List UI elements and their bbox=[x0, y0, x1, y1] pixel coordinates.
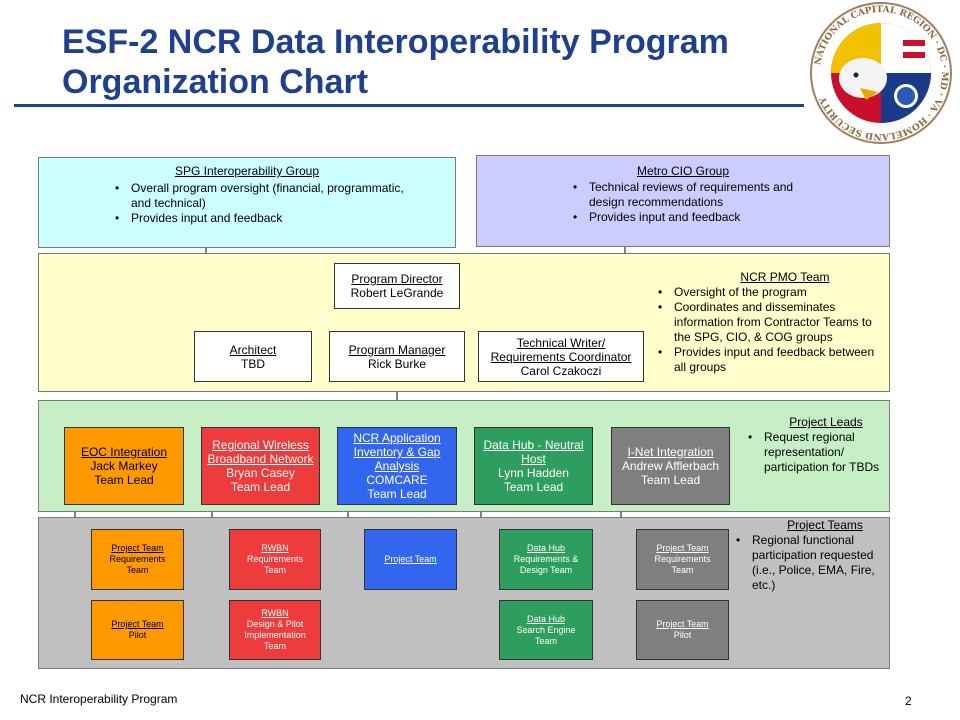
manager-name: Rick Burke bbox=[367, 356, 426, 371]
writer-title-2: Requirements Coordinator bbox=[490, 349, 632, 364]
architect-title: Architect bbox=[229, 342, 277, 357]
team-hub-req-line-1: Requirements & bbox=[513, 554, 579, 564]
lead-ncr-title: NCR Application Inventory & Gap Analysis bbox=[353, 431, 441, 473]
team-inet-pilot-line-1: Pilot bbox=[673, 630, 692, 640]
writer-title-1: Technical Writer/ bbox=[516, 335, 606, 350]
lead-rwbn-role: Team Lead bbox=[230, 480, 291, 494]
lead-eoc-integration: EOC Integration Jack Markey Team Lead bbox=[64, 427, 184, 505]
pmo-title: NCR PMO Team bbox=[740, 270, 830, 284]
lead-regional-wireless: Regional Wireless Broadband Network Brya… bbox=[201, 427, 320, 505]
leads-note-bullet-1: Request regional representation/ partici… bbox=[742, 430, 890, 475]
cio-bullets: Technical reviews of requirements and de… bbox=[567, 180, 819, 225]
team-rwbn-design-pilot: RWBN Design & Pilot Implementation Team bbox=[229, 600, 321, 660]
leads-note-bullets: Request regional representation/ partici… bbox=[742, 430, 890, 475]
technical-writer-box: Technical Writer/ Requirements Coordinat… bbox=[478, 331, 644, 382]
director-name: Robert LeGrande bbox=[350, 286, 444, 300]
director-title: Program Director bbox=[351, 272, 443, 286]
ncr-seal-logo: NATIONAL CAPITAL REGION · DC · MD · VA ·… bbox=[808, 0, 954, 146]
team-rwbn-req-line-2: Team bbox=[263, 565, 286, 575]
writer-name: Carol Czakoczi bbox=[520, 363, 602, 378]
team-hub-req-line-2: Design Team bbox=[519, 565, 573, 575]
title-line-1: ESF-2 NCR Data Interoperability Program bbox=[62, 23, 729, 61]
pmo-bullets: Oversight of the program Coordinates and… bbox=[652, 285, 888, 375]
team-rwbn-design-line-1: Design & Pilot bbox=[246, 619, 304, 629]
lead-eoc-name: Jack Markey bbox=[90, 459, 158, 473]
spg-group-panel: SPG Interoperability Group Overall progr… bbox=[38, 157, 456, 248]
pmo-bullet-2: Coordinates and disseminates information… bbox=[652, 300, 888, 345]
teams-note-title: Project Teams bbox=[787, 518, 863, 532]
team-rwbn-design-title: RWBN bbox=[261, 608, 289, 618]
team-inet-requirements: Project Team Requirements Team bbox=[636, 529, 729, 590]
team-hub-req-title: Data Hub bbox=[526, 543, 566, 553]
lead-inet-integration: I-Net Integration Andrew Afflerbach Team… bbox=[611, 427, 730, 505]
team-ncr-project: Project Team bbox=[364, 529, 457, 590]
project-leads-note: Project Leads Request regional represent… bbox=[742, 415, 890, 475]
team-eoc-pilot-line-1: Pilot bbox=[128, 630, 147, 640]
team-hub-search-title: Data Hub bbox=[526, 613, 566, 624]
architect-name: TBD bbox=[241, 356, 265, 371]
lead-data-hub: Data Hub - Neutral Host Lynn Hadden Team… bbox=[474, 427, 593, 505]
team-eoc-req-line-1: Requirements bbox=[109, 554, 166, 564]
cio-group-title: Metro CIO Group bbox=[636, 164, 730, 178]
spg-bullets: Overall program oversight (financial, pr… bbox=[109, 181, 405, 226]
lead-hub-name: Lynn Hadden bbox=[498, 466, 569, 480]
team-eoc-pilot: Project Team Pilot bbox=[91, 600, 184, 660]
lead-rwbn-title: Regional Wireless Broadband Network bbox=[207, 438, 314, 466]
team-ncr-title: Project Team bbox=[384, 554, 437, 564]
team-eoc-req-line-2: Team bbox=[126, 565, 149, 575]
team-inet-req-line-2: Team bbox=[671, 565, 694, 575]
team-hub-search-engine: Data Hub Search Engine Team bbox=[499, 600, 593, 660]
lead-ncr-name: COMCARE bbox=[366, 473, 428, 487]
pmo-bullet-1: Oversight of the program bbox=[652, 285, 888, 300]
pmo-note: NCR PMO Team Oversight of the program Co… bbox=[652, 270, 888, 375]
architect-box: Architect TBD bbox=[194, 331, 312, 382]
team-eoc-requirements: Project Team Requirements Team bbox=[91, 529, 184, 590]
project-teams-note: Project Teams Regional functional partic… bbox=[730, 518, 890, 593]
pmo-bullet-3: Provides input and feedback between all … bbox=[652, 345, 888, 375]
cio-group-panel: Metro CIO Group Technical reviews of req… bbox=[476, 155, 890, 247]
title-rule bbox=[14, 104, 804, 107]
team-rwbn-req-line-1: Requirements bbox=[246, 554, 304, 564]
spg-group-title: SPG Interoperability Group bbox=[174, 164, 320, 178]
team-hub-search-line-1: Search Engine bbox=[516, 624, 576, 635]
lead-hub-title: Data Hub - Neutral Host bbox=[483, 438, 584, 466]
footer-page-number: 2 bbox=[905, 694, 912, 708]
team-rwbn-req-title: RWBN bbox=[261, 543, 289, 553]
lead-ncr-role: Team Lead bbox=[367, 487, 427, 501]
team-rwbn-design-line-2: Implementation bbox=[244, 630, 306, 640]
lead-eoc-title: EOC Integration bbox=[80, 445, 168, 459]
lead-hub-role: Team Lead bbox=[503, 480, 564, 494]
teams-note-bullet-1: Regional functional participation reques… bbox=[730, 533, 890, 593]
spg-bullet-2: Provides input and feedback bbox=[109, 211, 405, 226]
leads-note-title: Project Leads bbox=[789, 415, 863, 429]
team-hub-requirements: Data Hub Requirements & Design Team bbox=[499, 529, 593, 590]
title-line-2: Organization Chart bbox=[62, 63, 369, 101]
cio-bullet-2: Provides input and feedback bbox=[567, 210, 819, 225]
team-inet-pilot: Project Team Pilot bbox=[636, 600, 729, 660]
lead-rwbn-name: Bryan Casey bbox=[226, 466, 295, 480]
team-rwbn-design-line-3: Team bbox=[263, 641, 286, 651]
team-eoc-req-title: Project Team bbox=[111, 543, 164, 553]
team-rwbn-requirements: RWBN Requirements Team bbox=[229, 529, 321, 590]
footer-program-name: NCR Interoperability Program bbox=[20, 692, 178, 706]
program-director-box: Program Director Robert LeGrande bbox=[334, 263, 460, 309]
program-manager-box: Program Manager Rick Burke bbox=[329, 331, 465, 382]
lead-inet-name: Andrew Afflerbach bbox=[621, 459, 720, 473]
team-inet-pilot-title: Project Team bbox=[656, 619, 709, 629]
page-title: ESF-2 NCR Data Interoperability Program … bbox=[62, 22, 802, 102]
team-inet-req-title: Project Team bbox=[656, 543, 709, 553]
lead-inet-title: I-Net Integration bbox=[627, 445, 714, 459]
teams-note-bullets: Regional functional participation reques… bbox=[730, 533, 890, 593]
team-eoc-pilot-title: Project Team bbox=[111, 619, 164, 629]
spg-bullet-1: Overall program oversight (financial, pr… bbox=[109, 181, 405, 211]
lead-inet-role: Team Lead bbox=[640, 473, 701, 487]
team-inet-req-line-1: Requirements bbox=[654, 554, 711, 564]
manager-title: Program Manager bbox=[348, 342, 446, 357]
lead-eoc-role: Team Lead bbox=[94, 473, 154, 487]
lead-ncr-application: NCR Application Inventory & Gap Analysis… bbox=[337, 427, 457, 505]
cio-bullet-1: Technical reviews of requirements and de… bbox=[567, 180, 819, 210]
team-hub-search-line-2: Team bbox=[534, 635, 557, 646]
